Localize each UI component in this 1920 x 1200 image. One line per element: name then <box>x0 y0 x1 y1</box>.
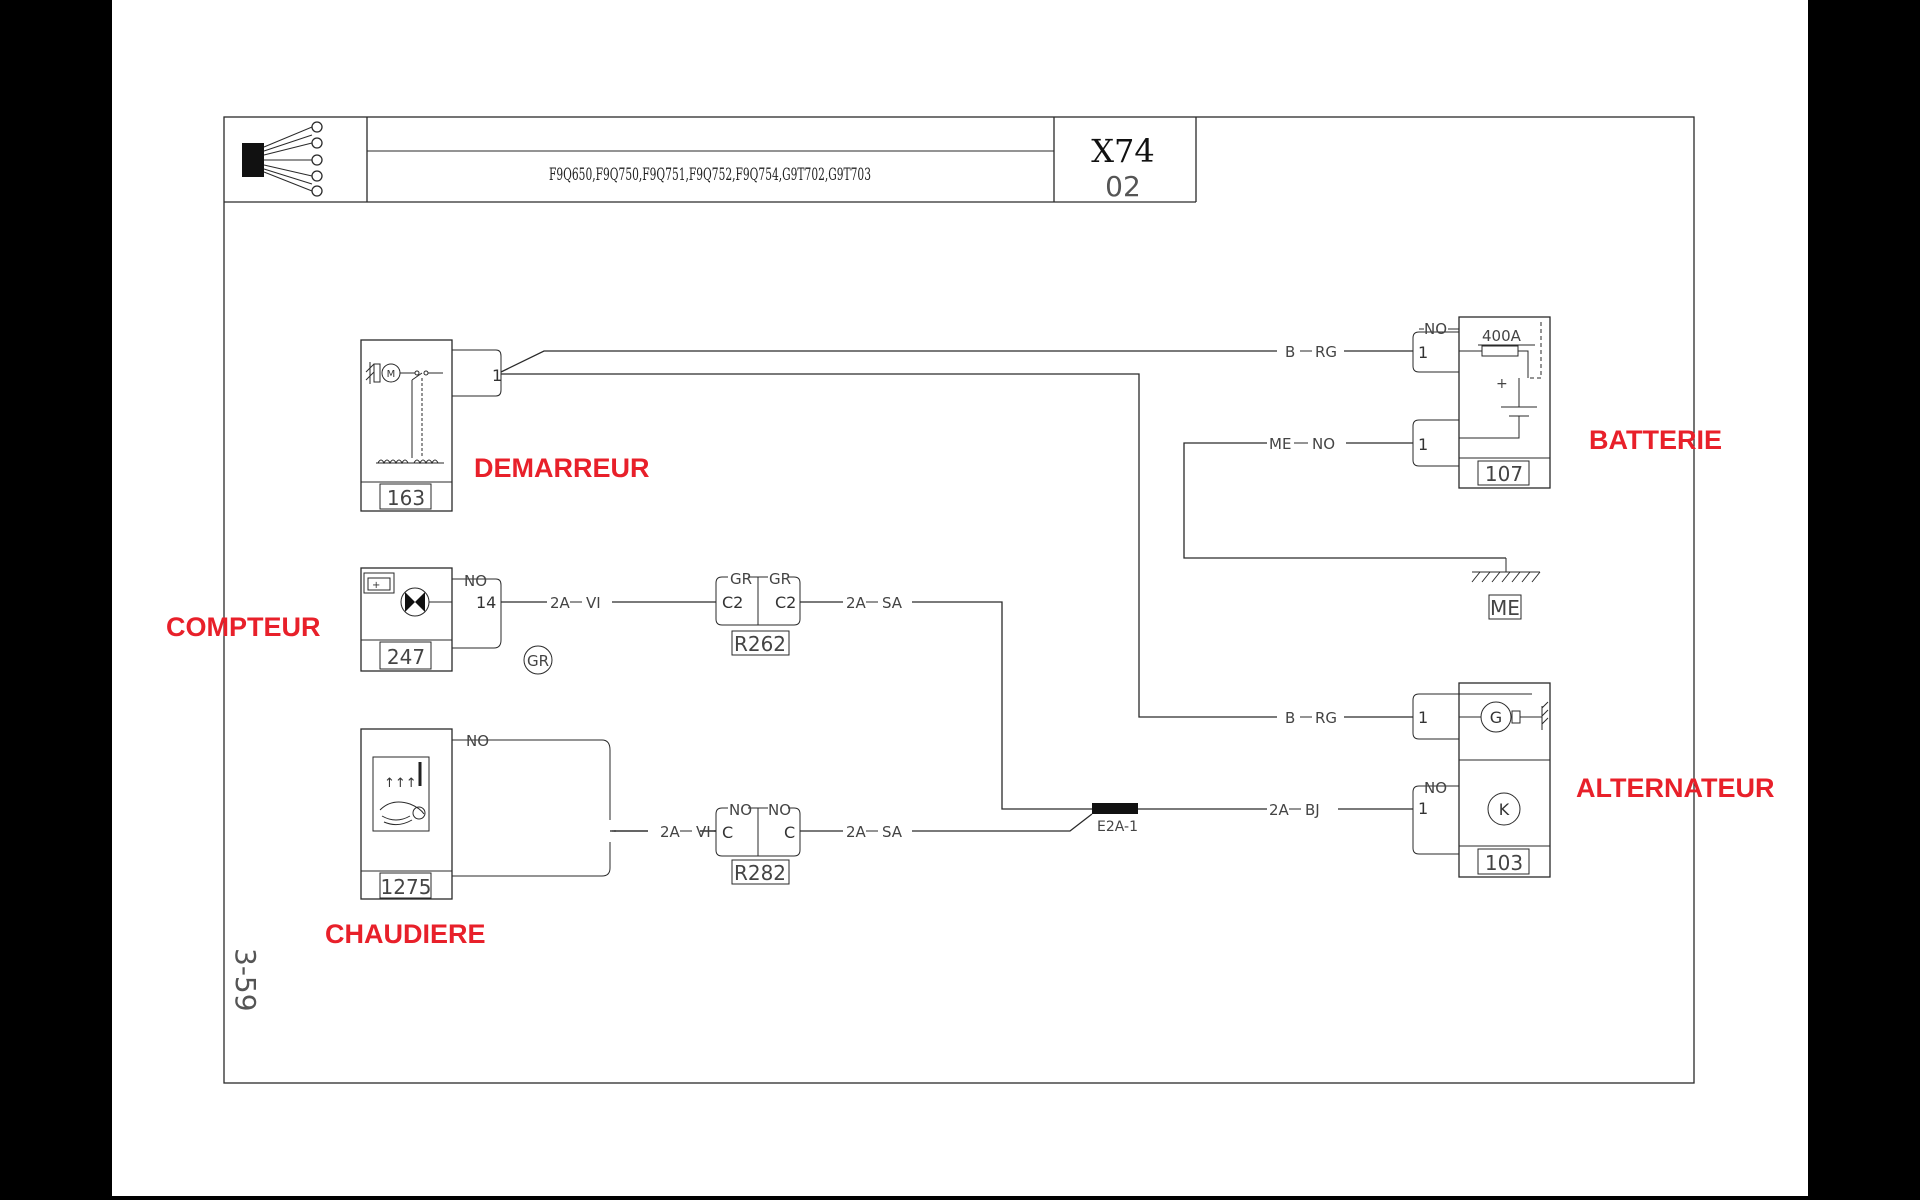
r262-right-color: GR <box>769 570 791 588</box>
label-compteur: COMPTEUR <box>166 612 321 642</box>
wire-battery-starter-color: RG <box>1315 343 1337 361</box>
heater-component: 1275 ↑↑↑ NO C <box>360 728 611 900</box>
wire-meter-r262-section: 2A <box>550 594 571 612</box>
heater-pin-bracket <box>452 739 611 877</box>
harness-logo-icon <box>242 121 323 197</box>
meter-pin-bracket <box>452 578 502 649</box>
starter-component: 163 M 1 <box>360 339 502 512</box>
wire-r262-splice <box>800 601 1092 810</box>
svg-text:K: K <box>1499 800 1510 819</box>
starter-id: 163 <box>387 486 425 510</box>
r262-left-color: GR <box>730 570 752 588</box>
engine-list: F9Q650,F9Q750,F9Q751,F9Q752,F9Q754,G9T70… <box>549 165 871 185</box>
battery-pin-top-bracket <box>1412 331 1459 373</box>
wire-alternator-starter-section: B <box>1285 709 1295 727</box>
wire-r262-splice-section: 2A <box>846 594 867 612</box>
label-batterie: BATTERIE <box>1589 425 1722 455</box>
wire-battery-ground-color: NO <box>1312 435 1335 453</box>
wire-battery-ground-section: ME <box>1269 435 1291 453</box>
svg-text:+: + <box>372 580 380 591</box>
svg-text:G: G <box>1490 708 1502 727</box>
r262-right-pin: C2 <box>775 593 796 612</box>
wire-alternator-starter-color: RG <box>1315 709 1337 727</box>
r282-left-color: NO <box>729 801 752 819</box>
wire-r262-splice-color: SA <box>882 594 903 612</box>
heater-wire-section-text: 2A <box>660 823 681 841</box>
alternator-id: 103 <box>1485 851 1523 875</box>
diagram-code: X74 <box>1091 132 1155 170</box>
r262-left-pin: C2 <box>722 593 743 612</box>
svg-text:GR: GR <box>527 652 549 670</box>
starter-pin: 1 <box>492 366 502 385</box>
sheet-number: 02 <box>1105 170 1141 203</box>
fuse-icon <box>1481 345 1519 357</box>
r282-right-color: NO <box>768 801 791 819</box>
ground-id: ME <box>1490 596 1520 620</box>
battery-plus: + <box>1496 376 1508 392</box>
heater-wire-color-text: VI <box>696 823 711 841</box>
r262-id: R262 <box>734 632 786 656</box>
battery-pin-ground: 1 <box>1418 435 1428 454</box>
alternator-pin-k-bracket <box>1412 785 1459 855</box>
meter-pin: 14 <box>476 593 496 612</box>
heater-id: 1275 <box>381 875 432 899</box>
battery-cell-icon <box>1459 378 1537 439</box>
wire-r282-splice <box>800 813 1093 832</box>
meter-id: 247 <box>387 645 425 669</box>
alternator-wire-color: NO <box>1424 779 1447 797</box>
wire-r282-splice-color: SA <box>882 823 903 841</box>
alternator-pin-g: 1 <box>1418 708 1428 727</box>
meter-wire-color: NO <box>464 572 487 590</box>
diagram-sheet: F9Q650,F9Q750,F9Q751,F9Q752,F9Q754,G9T70… <box>112 0 1808 1196</box>
wiring-diagram: F9Q650,F9Q750,F9Q751,F9Q752,F9Q754,G9T70… <box>166 116 1774 1084</box>
splice-id: E2A-1 <box>1097 819 1138 835</box>
r282-id: R282 <box>734 861 786 885</box>
battery-component: 107 400A + NO 1 1 <box>1412 316 1551 489</box>
alternator-pin-k: 1 <box>1418 799 1428 818</box>
label-chaudiere: CHAUDIERE <box>325 919 486 949</box>
heater-wire-color: NO <box>466 732 489 750</box>
starter-motor-icon: M <box>365 362 444 465</box>
charge-warning-lamp-icon: + <box>363 572 452 617</box>
wire-meter-r262-color: VI <box>586 594 601 612</box>
wire-battery-ground <box>1183 442 1506 559</box>
wire-battery-starter-section: B <box>1285 343 1295 361</box>
ground-component: ME <box>1471 558 1541 620</box>
generator-icon: G <box>1459 701 1549 733</box>
wire-battery-starter <box>500 350 1277 373</box>
alternator-component: 103 G K 1 NO 1 <box>1412 682 1551 878</box>
wire-alternator-starter <box>501 373 1277 718</box>
label-demarreur: DEMARREUR <box>474 453 650 483</box>
fuse-rating: 400A <box>1482 327 1522 345</box>
r282-right-pin: C <box>784 823 795 842</box>
svg-text:↑↑↑: ↑↑↑ <box>384 776 417 791</box>
svg-text:M: M <box>387 369 396 380</box>
wire-splice-alternator-section: 2A <box>1269 801 1290 819</box>
r282-left-pin: C <box>722 823 733 842</box>
label-alternateur: ALTERNATEUR <box>1576 773 1774 803</box>
splice-e2a-1 <box>1092 803 1138 814</box>
battery-id: 107 <box>1485 462 1523 486</box>
wire-splice-alternator-color: BJ <box>1305 801 1320 819</box>
battery-pin-top: 1 <box>1418 343 1428 362</box>
heater-fan-icon: ↑↑↑ <box>372 756 430 832</box>
starter-pin-bracket <box>452 349 502 397</box>
battery-wire-color: NO <box>1424 320 1447 338</box>
page-reference: 3-59 <box>229 948 262 1012</box>
wire-r282-splice-section: 2A <box>846 823 867 841</box>
meter-component: 247 + NO 14 GR <box>360 567 553 675</box>
connector-r282: NO NO C C R282 <box>715 801 801 885</box>
drawing-frame <box>223 116 1695 1084</box>
regulator-k-icon: K <box>1487 792 1521 826</box>
gr-mark: GR <box>523 645 553 675</box>
connector-r262: GR GR C2 C2 R262 <box>715 570 801 656</box>
